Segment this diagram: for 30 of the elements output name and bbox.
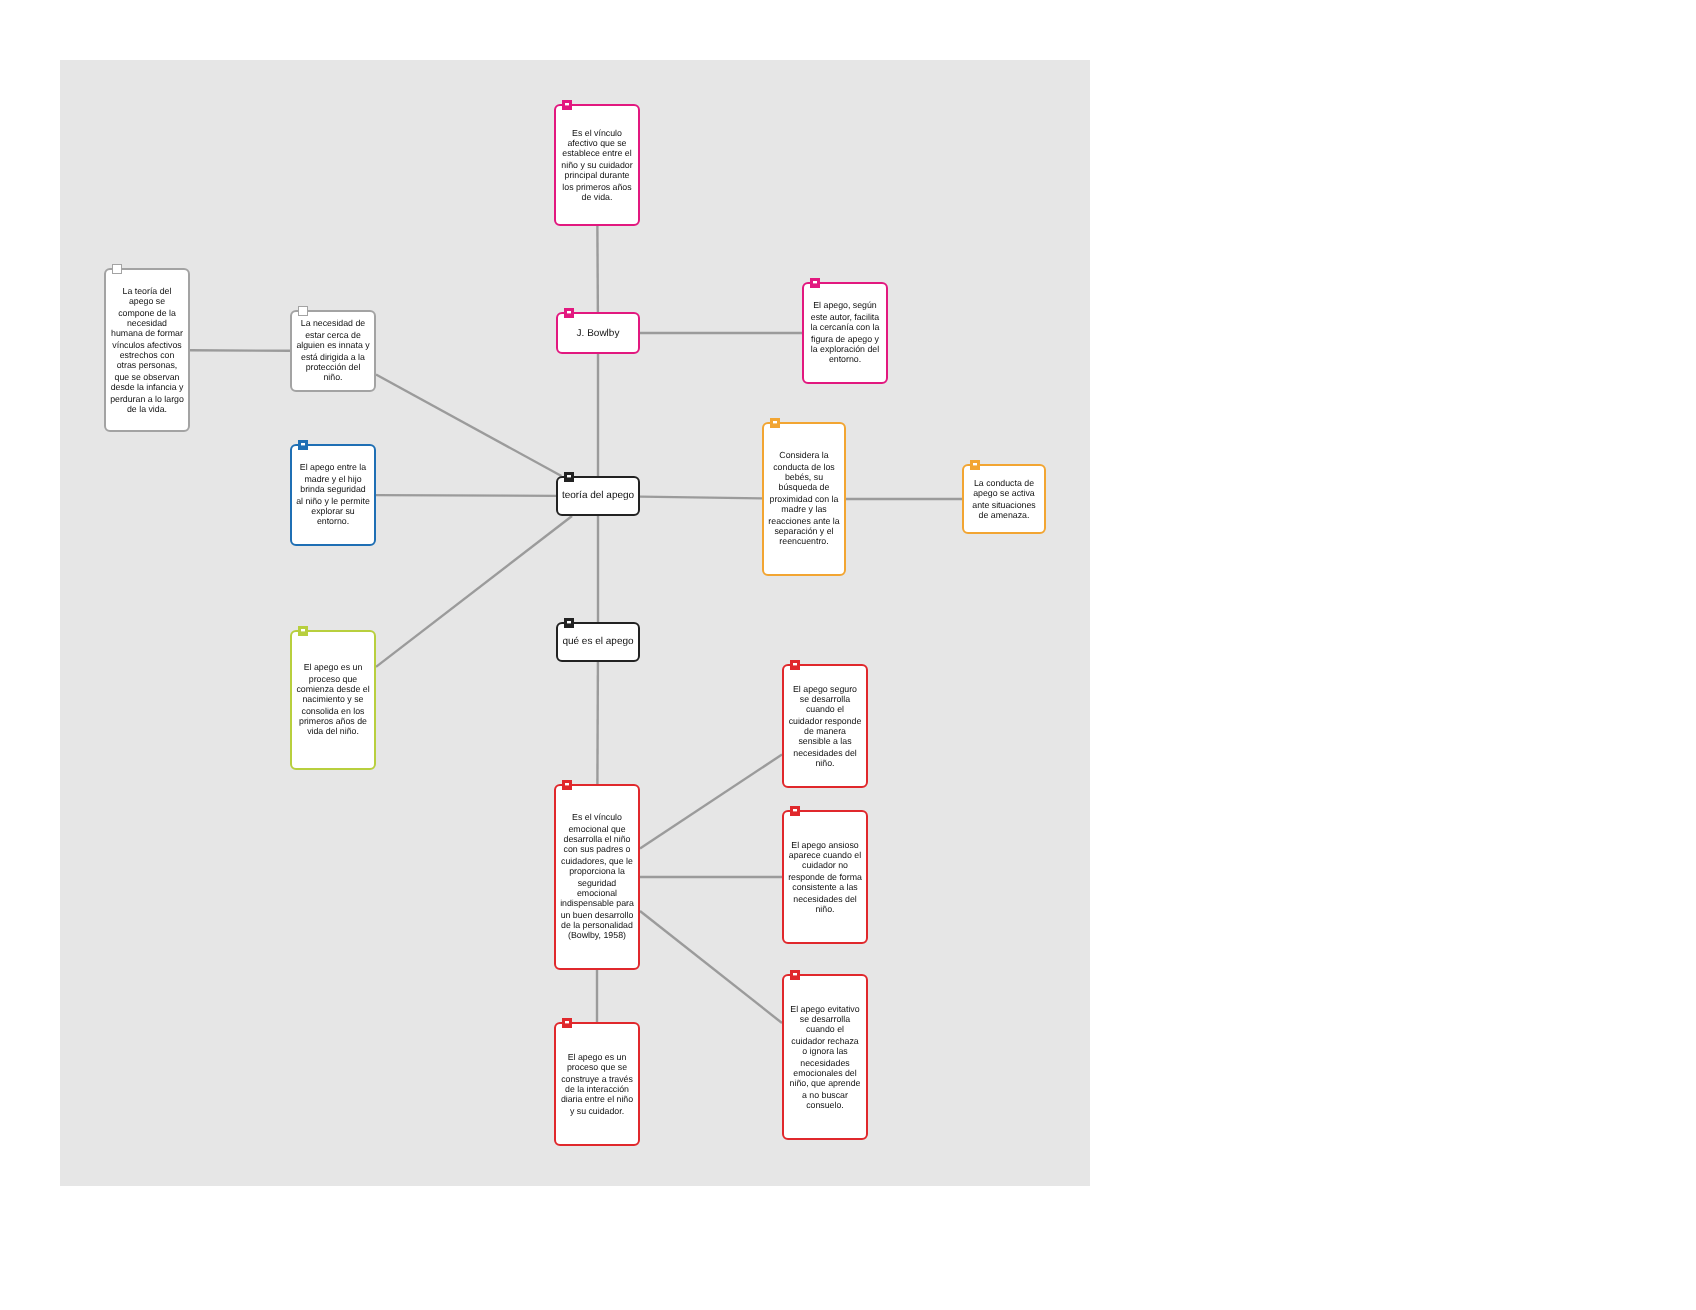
connector-line xyxy=(596,226,600,312)
connector-line xyxy=(639,910,783,1024)
connector-line xyxy=(640,495,762,500)
note-card xyxy=(762,422,846,576)
connector-line xyxy=(375,373,563,478)
note-card xyxy=(962,464,1046,534)
connector-line xyxy=(376,493,556,498)
note-card xyxy=(104,268,190,432)
note-card xyxy=(290,630,376,770)
topic-box xyxy=(556,476,640,516)
note-card xyxy=(554,104,640,226)
note-card xyxy=(802,282,888,384)
note-card xyxy=(782,974,868,1140)
connector-line xyxy=(595,970,599,1022)
connector-line xyxy=(596,516,600,622)
connector-line xyxy=(596,354,600,476)
note-card xyxy=(782,810,868,944)
connector-line xyxy=(639,753,783,850)
topic-box xyxy=(556,622,640,662)
connector-line xyxy=(190,349,290,352)
note-card xyxy=(554,1022,640,1146)
connector-line xyxy=(640,875,782,879)
note-card xyxy=(554,784,640,970)
note-card xyxy=(290,444,376,546)
note-card xyxy=(782,664,868,788)
connector-line xyxy=(596,662,600,784)
topic-box xyxy=(556,312,640,354)
connector-line xyxy=(640,331,802,335)
connector-line xyxy=(375,515,573,668)
connector-line xyxy=(846,497,962,501)
